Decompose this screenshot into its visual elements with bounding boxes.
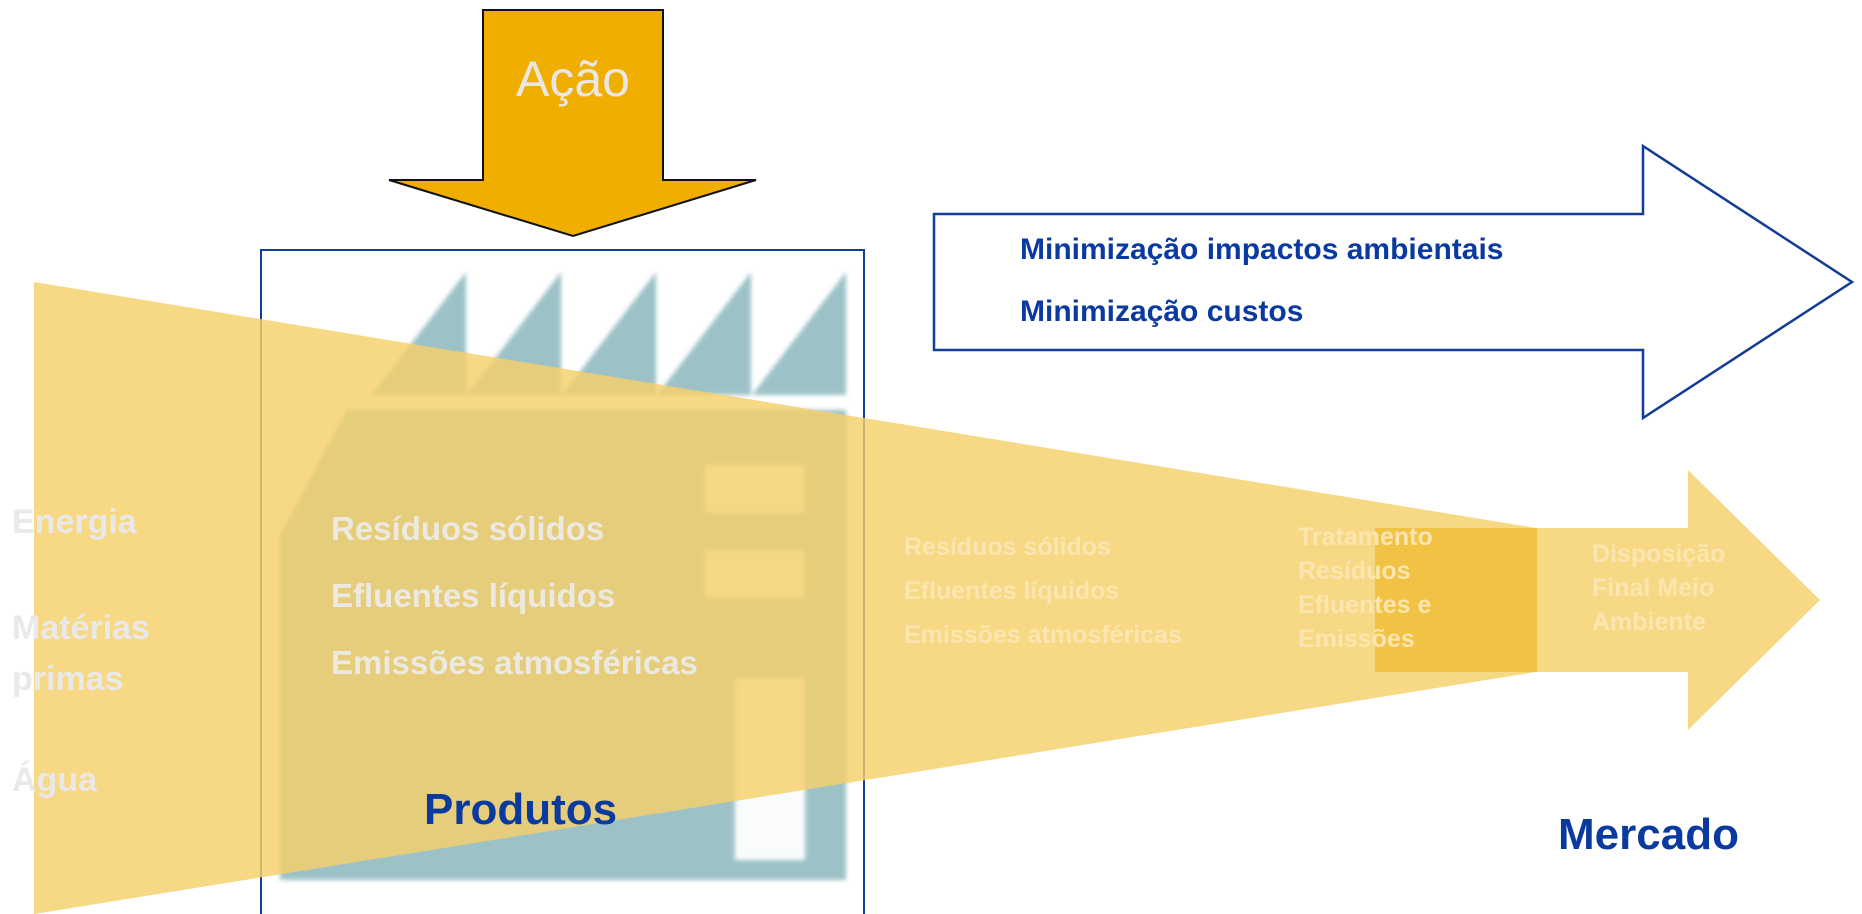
input-water: Água [12,761,97,799]
down-arrow-icon [388,9,757,238]
treatment-line-3: Efluentes e [1298,591,1432,619]
goal-costs: Minimização custos [1020,295,1304,328]
disposal-line-3: Ambiente [1592,608,1706,636]
factory-output-liquid-effluents: Efluentes líquidos [331,577,616,614]
factory-output-solid-waste: Resíduos sólidos [331,510,605,547]
disposal-line-1: Disposição [1592,540,1726,568]
treatment-box [1375,528,1537,672]
input-energy: Energia [12,503,137,541]
treatment-line-1: Tratamento [1298,523,1433,551]
products-label: Produtos [424,785,618,834]
factory-output-air-emissions: Emissões atmosféricas [331,644,698,681]
flow-output-air-emissions: Emissões atmosféricas [904,621,1182,649]
disposal-line-2: Final Meio [1592,574,1715,602]
market-label: Mercado [1558,810,1739,859]
flow-arrow-icon [34,282,1820,914]
treatment-line-2: Resíduos [1298,557,1411,585]
flow-output-solid-waste: Resíduos sólidos [904,533,1111,561]
factory-roof-tooth-5 [752,272,846,395]
factory-roof-tooth-4 [657,272,751,395]
flow-output-liquid-effluents: Efluentes líquidos [904,577,1120,605]
goal-environmental: Minimização impactos ambientais [1020,233,1504,266]
factory-roof-tooth-3 [562,272,656,395]
right-arrow-icon [932,143,1855,421]
treatment-line-4: Emissões [1298,625,1415,653]
input-raw-materials-line1: Matérias [12,609,150,647]
input-raw-materials-line2: primas [12,660,124,698]
action-label: Ação [516,51,630,107]
